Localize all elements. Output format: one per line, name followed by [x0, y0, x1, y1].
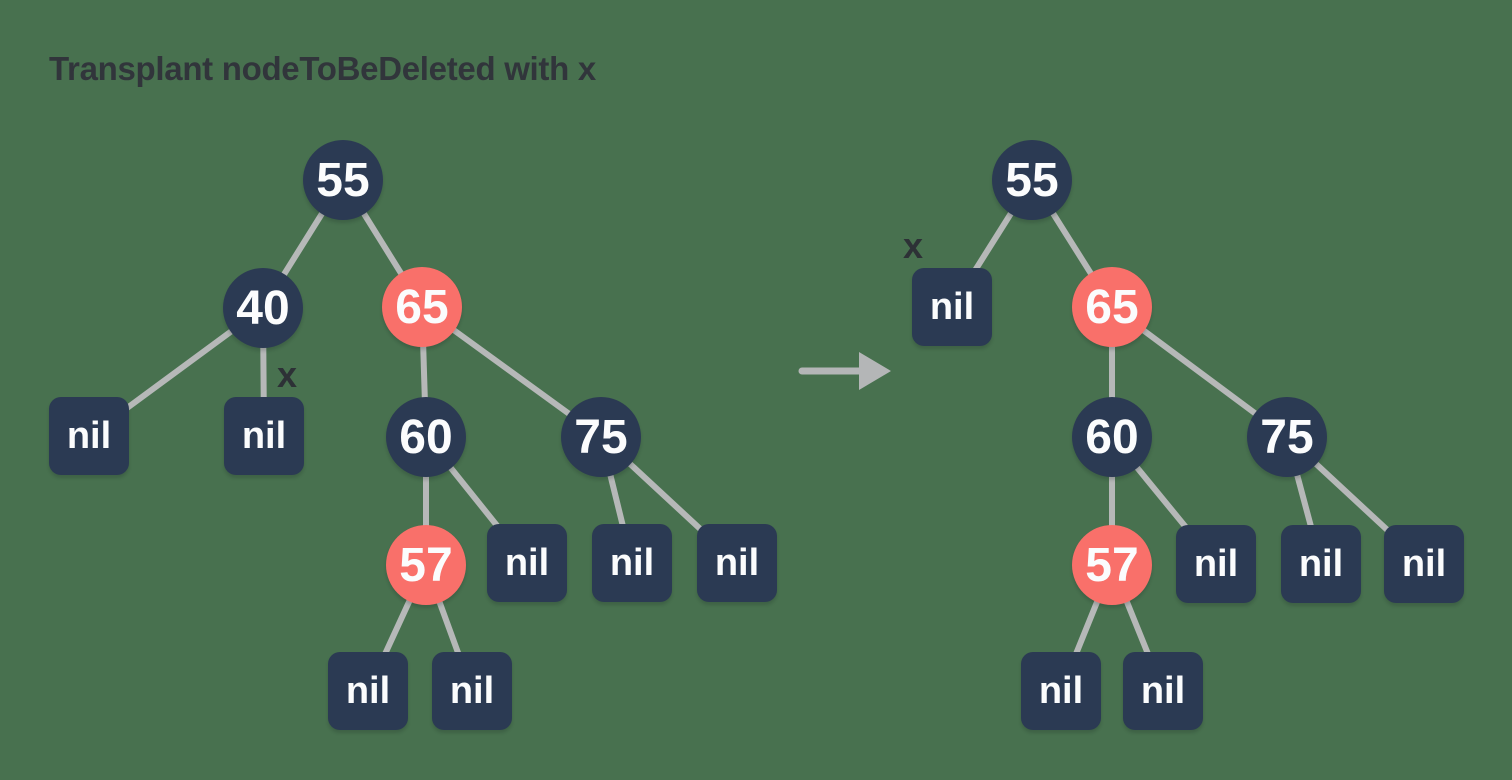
before-nil-40-left: nil [49, 397, 129, 475]
after-node-55: 55 [992, 140, 1072, 220]
x-pointer-label-before: x [277, 354, 298, 395]
after-node-65: 65 [1072, 267, 1152, 347]
after-nil-75-right: nil [1384, 525, 1464, 603]
after-nil-75-left: nil [1281, 525, 1361, 603]
after-tree-edges [949, 177, 1427, 694]
after-nil-60-right: nil [1176, 525, 1256, 603]
before-node-40: 40 [223, 268, 303, 348]
before-node-55: 55 [303, 140, 383, 220]
before-node-75: 75 [561, 397, 641, 477]
before-nil-57-left: nil [328, 652, 408, 730]
after-nil-57-left: nil [1021, 652, 1101, 730]
transform-arrow-icon [798, 352, 891, 390]
before-node-65: 65 [382, 267, 462, 347]
before-nil-60-right: nil [487, 524, 567, 602]
x-pointer-label-after: x [903, 225, 924, 266]
after-nil-57-right: nil [1123, 652, 1203, 730]
after-node-75: 75 [1247, 397, 1327, 477]
after-node-57: 57 [1072, 525, 1152, 605]
before-nil-40-right: nil [224, 397, 304, 475]
before-node-60: 60 [386, 397, 466, 477]
diagram-title: Transplant nodeToBeDeleted with x [49, 50, 596, 87]
after-nil-55-left: nil [912, 268, 992, 346]
before-nil-75-right: nil [697, 524, 777, 602]
before-nil-75-left: nil [592, 524, 672, 602]
before-node-57: 57 [386, 525, 466, 605]
before-nil-57-right: nil [432, 652, 512, 730]
after-node-60: 60 [1072, 397, 1152, 477]
